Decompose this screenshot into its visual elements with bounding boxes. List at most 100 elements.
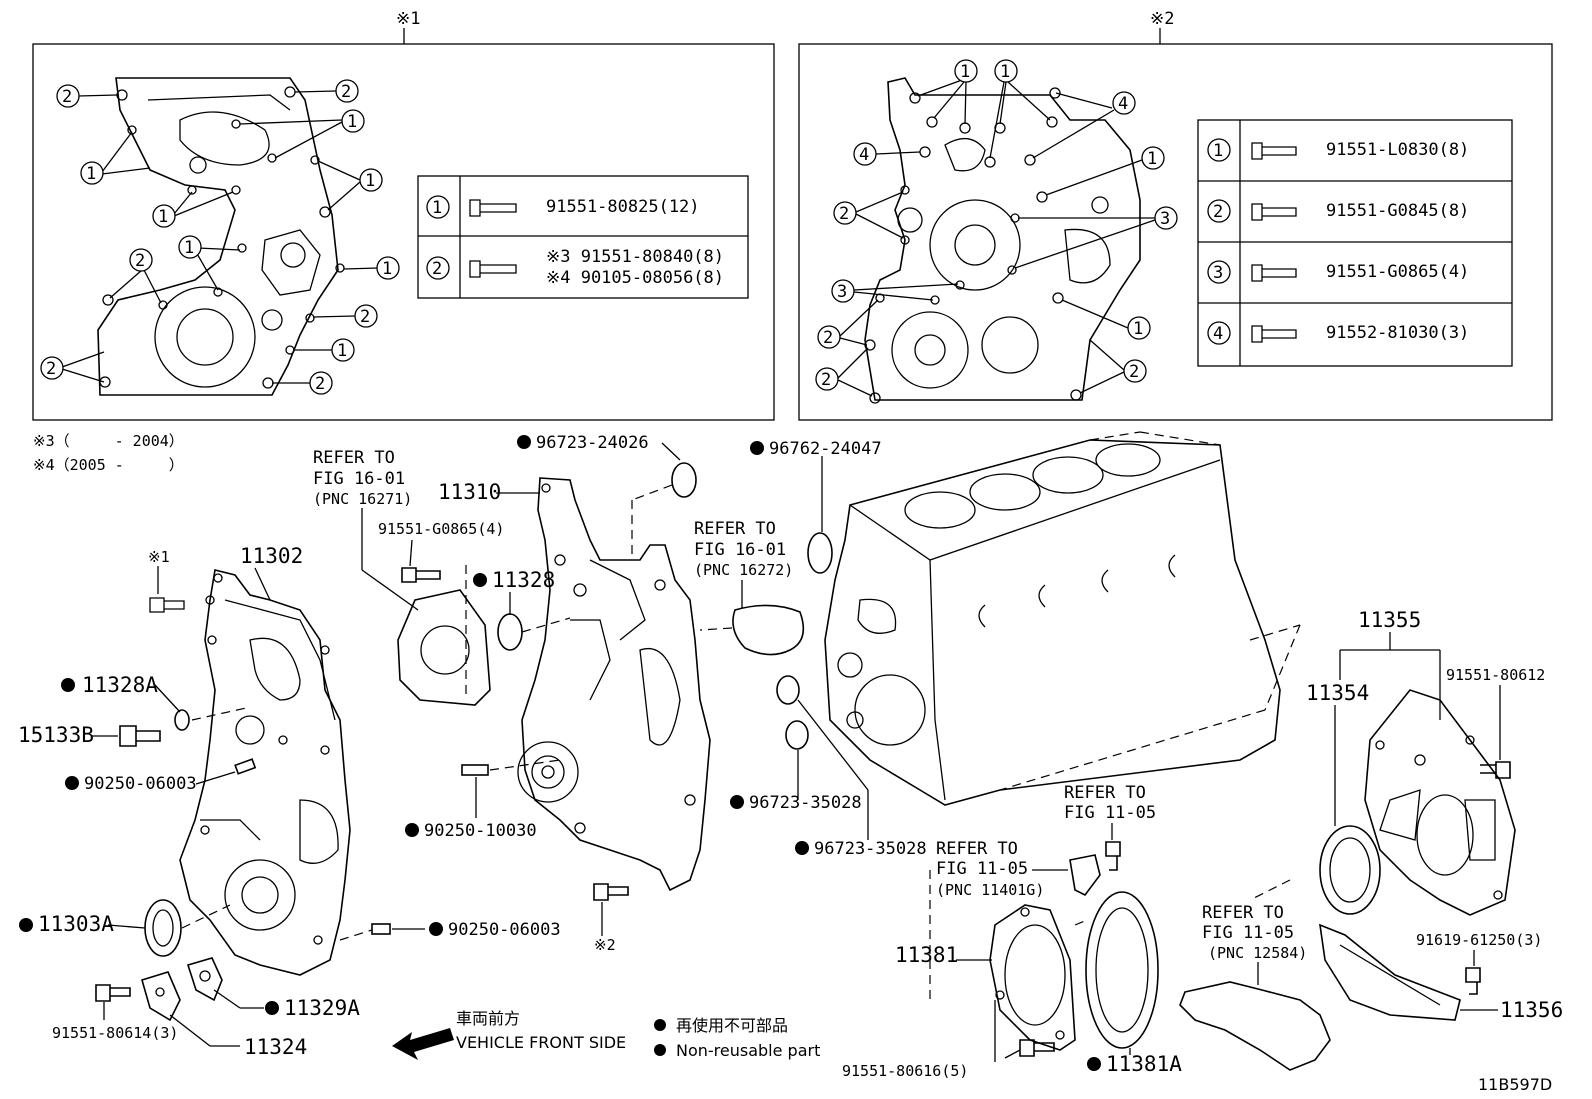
pin-90250-06003-a: [234, 758, 257, 775]
svg-text:1: 1: [158, 207, 168, 227]
water-pump-gasket: [397, 589, 491, 706]
inset2-cover-drawing: [864, 77, 1141, 401]
inset2-box: [798, 43, 1553, 421]
inset1-row2-part-a: ※3 91551-80840(8): [546, 247, 724, 267]
svg-text:2: 2: [135, 251, 145, 271]
ref1-line2: FIG 16-01: [313, 469, 405, 489]
note-4: ※4（2005 - ）: [33, 456, 184, 474]
label-91619-61250: 91619-61250(3): [1416, 931, 1542, 949]
nonreuse-label-en: Non-reusable part: [676, 1041, 820, 1060]
nonreuse-dot-icon: [654, 1019, 666, 1031]
svg-text:2: 2: [821, 370, 831, 390]
label-90250-06003-a: 90250-06003: [84, 774, 197, 794]
label-11328: 11328: [492, 568, 555, 592]
label-91551-G0865: 91551-G0865(4): [378, 520, 504, 538]
label-96762-24047: 96762-24047: [769, 439, 882, 459]
svg-text:1: 1: [382, 259, 392, 279]
bolt-91551-80612: [1480, 761, 1511, 779]
timing-cover-11310: [517, 477, 711, 892]
ref1-line3: (PNC 16271): [313, 490, 412, 508]
oil-seal-retainer-11381: [989, 904, 1076, 1051]
svg-text:3: 3: [1160, 209, 1170, 229]
oil-seal-11381A: [1085, 891, 1159, 1049]
ref5-line2: FIG 11-05: [1202, 923, 1294, 943]
label-11354: 11354: [1306, 681, 1369, 705]
ref4-line1: REFER TO: [936, 839, 1018, 859]
svg-text:1: 1: [337, 341, 347, 361]
svg-text:4: 4: [1213, 324, 1223, 344]
label-96723-35028-a: 96723-35028: [749, 793, 862, 813]
ref1-line1: REFER TO: [313, 448, 395, 468]
pin-90250-10030: [461, 764, 489, 776]
svg-text:1: 1: [184, 238, 194, 258]
inset1-row2-part-b: ※4 90105-08056(8): [546, 268, 724, 288]
plate-11324: [141, 971, 181, 1022]
bolt-15133B: [119, 725, 161, 747]
seal-11354: [1319, 825, 1381, 915]
label-11329A: 11329A: [284, 996, 360, 1020]
label-mark2: ※2: [594, 936, 616, 954]
svg-text:2: 2: [315, 374, 325, 394]
inset1-bolt-table: 1 91551-80825(12) 2 ※3 91551-80840(8) ※4…: [417, 175, 749, 299]
bolt-sensor: [1105, 841, 1121, 871]
note-3: ※3（ - 2004）: [33, 432, 184, 450]
svg-text:2: 2: [432, 259, 442, 279]
label-11310: 11310: [438, 480, 501, 504]
inset2-marker: ※2: [1150, 9, 1174, 29]
svg-text:2: 2: [46, 359, 56, 379]
svg-text:2: 2: [839, 204, 849, 224]
ref5-line3: (PNC 12584): [1208, 944, 1307, 962]
inset1-cover-drawing: [97, 77, 339, 396]
ref2-line1: REFER TO: [694, 519, 776, 539]
label-11302: 11302: [240, 544, 303, 568]
svg-text:2: 2: [1129, 362, 1139, 382]
ref4-line3: (PNC 11401G): [936, 881, 1044, 899]
cylinder-block: [824, 439, 1281, 806]
bolt-91551-80614: [95, 984, 131, 1002]
inset2-bolt-holes: [864, 87, 1082, 404]
inset2-bolt-table: 1 91551-L0830(8) 2 91551-G0845(8) 3 9155…: [1197, 119, 1513, 367]
inset1-box: [32, 43, 775, 421]
label-96723-24026: 96723-24026: [536, 433, 649, 453]
inset1-bolt-holes: [99, 86, 345, 389]
svg-text:3: 3: [1213, 263, 1223, 283]
front-label-jp: 車両前方: [456, 1009, 520, 1028]
label-11355: 11355: [1358, 608, 1421, 632]
ref3-line2: FIG 11-05: [1064, 803, 1156, 823]
inset2-callouts: 1 1 4 4 1 2 3 3 2 1 2 2: [815, 59, 1178, 397]
figure-id: 11B597D: [1478, 1075, 1552, 1094]
label-11303A: 11303A: [38, 912, 114, 936]
svg-text:3: 3: [837, 282, 847, 302]
svg-text:2: 2: [1213, 202, 1223, 222]
label-91551-80614: 91551-80614(3): [52, 1024, 178, 1042]
o-ring-96762-24047: [807, 532, 833, 574]
svg-text:1: 1: [1133, 319, 1143, 339]
svg-text:1: 1: [1000, 62, 1010, 82]
svg-text:1: 1: [365, 171, 375, 191]
bolt-mark2: [593, 883, 629, 901]
pin-90250-06003-b: [371, 923, 391, 935]
gasket-16272: [732, 604, 805, 656]
label-mark1: ※1: [148, 548, 170, 566]
timing-chain-cover-11302: [179, 569, 351, 976]
svg-text:2: 2: [341, 82, 351, 102]
inset1-marker: ※1: [396, 9, 420, 29]
gasket-11329A: [186, 957, 223, 1002]
svg-text:1: 1: [347, 112, 357, 132]
label-11381: 11381: [895, 943, 958, 967]
svg-text:1: 1: [86, 164, 96, 184]
oil-seal-11303A: [144, 899, 182, 957]
svg-text:1: 1: [1213, 141, 1223, 161]
inset1-callouts: 2 2 1 1 1 1 1 1 2 2 1 2 2: [40, 79, 400, 395]
svg-text:91551-L0830(8): 91551-L0830(8): [1326, 140, 1469, 160]
ref3-line1: REFER TO: [1064, 783, 1146, 803]
plate-11354: [1364, 689, 1516, 916]
svg-text:91551-G0865(4): 91551-G0865(4): [1326, 262, 1469, 282]
svg-text:4: 4: [859, 145, 869, 165]
label-11324: 11324: [244, 1035, 307, 1059]
svg-text:91552-81030(3): 91552-81030(3): [1326, 323, 1469, 343]
label-11381A: 11381A: [1106, 1052, 1182, 1076]
label-96723-35028-b: 96723-35028: [814, 839, 927, 859]
label-91551-80612: 91551-80612: [1446, 666, 1545, 684]
